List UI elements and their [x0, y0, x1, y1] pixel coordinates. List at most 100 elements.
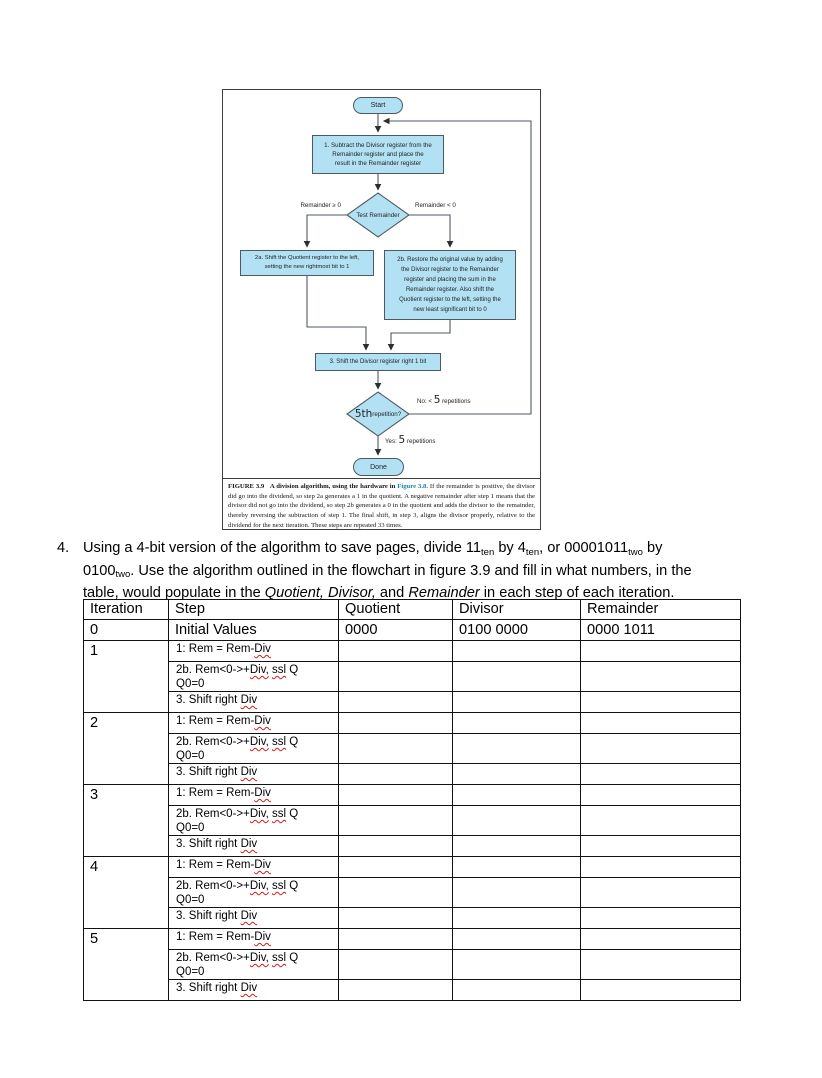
flowchart-text-line: Quotient register to the left, setting t…: [399, 297, 501, 303]
iteration-step-row: 4 1: Rem = Rem- Div: [83, 856, 741, 929]
divisor-answer-cell[interactable]: [452, 949, 581, 980]
quotient-answer-cell[interactable]: [338, 691, 453, 713]
divisor-answer-cell[interactable]: [452, 877, 581, 908]
step-description-cell: 3. Shift right Div: [168, 763, 339, 785]
question-line-3: table, would populate in the Quotient, D…: [83, 583, 785, 604]
divisor-answer-cell[interactable]: [452, 661, 581, 692]
text-segment: repetitions: [405, 438, 436, 445]
step-description-cell: 1: Rem = Rem-Div: [168, 928, 339, 950]
quotient-answer-cell[interactable]: [338, 661, 453, 692]
flowchart-text-line: new least significant bit to 0: [413, 307, 487, 313]
divisor-answer-cell[interactable]: [452, 640, 581, 662]
remainder-answer-cell[interactable]: [580, 712, 741, 734]
quotient-answer-cell[interactable]: [338, 733, 453, 764]
question-line-2: 0100two. Use the algorithm outlined in t…: [83, 561, 785, 584]
flowchart-connectors: [303, 114, 532, 456]
remainder-answer-cell[interactable]: [580, 928, 741, 950]
divisor-answer-cell[interactable]: [452, 691, 581, 713]
quotient-answer-cell[interactable]: [338, 856, 453, 878]
no-branch-label: No: < 5 repetitions: [417, 395, 471, 408]
divisor-answer-cell[interactable]: [452, 907, 581, 929]
divisor-answer-cell[interactable]: [452, 805, 581, 836]
quotient-answer-cell[interactable]: [338, 835, 453, 857]
remainder-answer-cell[interactable]: [580, 640, 741, 662]
divisor-answer-cell[interactable]: [452, 856, 581, 878]
quotient-answer-cell[interactable]: [338, 949, 453, 980]
test-remainder-diamond-label: Test Remainder: [356, 211, 400, 219]
flowchart-text-line: result in the Remainder register: [334, 160, 422, 167]
divisor-answer-cell[interactable]: [452, 784, 581, 806]
quotient-answer-cell[interactable]: [338, 928, 453, 950]
quotient-answer-cell[interactable]: [338, 979, 453, 1001]
text-segment: Figure 3.8.: [397, 483, 429, 490]
divisor-answer-cell[interactable]: [452, 733, 581, 764]
initial-remainder-cell: 0000 1011: [580, 619, 741, 641]
step-description-cell: 3. Shift right Div: [168, 835, 339, 857]
remainder-answer-cell[interactable]: [580, 856, 741, 878]
spellchecked-text: Div: [240, 910, 258, 922]
text-segment: . Use the algorithm outlined in the flow…: [130, 562, 692, 579]
quotient-answer-cell[interactable]: [338, 640, 453, 662]
divisor-answer-cell[interactable]: [452, 763, 581, 785]
iteration-number-cell: 3: [83, 784, 169, 857]
text-segment: two: [628, 546, 643, 558]
remainder-answer-cell[interactable]: [580, 784, 741, 806]
initial-divisor-cell: 0100 0000: [452, 619, 581, 641]
remainder-answer-cell[interactable]: [580, 835, 741, 857]
step-description-cell: 1: Rem = Rem-Div: [168, 640, 339, 662]
quotient-answer-cell[interactable]: [338, 763, 453, 785]
iteration-number-cell: 2: [83, 712, 169, 785]
text-segment: repetition?: [372, 410, 402, 418]
text-segment: 5: [433, 394, 441, 406]
divisor-answer-cell[interactable]: [452, 835, 581, 857]
initial-iteration-cell: 0: [83, 619, 169, 641]
text-segment: and: [375, 585, 409, 601]
text-segment: 1: Rem = Rem-: [176, 859, 255, 871]
divisor-answer-cell[interactable]: [452, 928, 581, 950]
iteration-step-row: 3. Shift right Div: [84, 979, 741, 1001]
quotient-answer-cell[interactable]: [338, 805, 453, 836]
step3-box: 3. Shift the Divisor register right 1 bi…: [315, 353, 441, 371]
text-segment: 2b. Rem<0->+: [176, 880, 250, 892]
iteration-number-cell: 4: [83, 856, 169, 929]
text-segment: FIGURE 3.9 A division algorithm, using t…: [228, 483, 398, 490]
spellchecked-text: ssl: [272, 952, 287, 964]
remainder-answer-cell[interactable]: [580, 763, 741, 785]
remainder-answer-cell[interactable]: [580, 805, 741, 836]
spellchecked-text: Div,: [249, 880, 269, 892]
quotient-answer-cell[interactable]: [338, 877, 453, 908]
remainder-answer-cell[interactable]: [580, 691, 741, 713]
flowchart-text-line: 1. Subtract the Divisor register from th…: [324, 142, 432, 149]
flowchart-text-line: the Divisor register to the Remainder: [401, 267, 499, 273]
remainder-answer-cell[interactable]: [580, 949, 741, 980]
remainder-answer-cell[interactable]: [580, 661, 741, 692]
quotient-answer-cell[interactable]: [338, 784, 453, 806]
text-segment: Quotient, Divisor,: [264, 585, 376, 601]
text-segment: Q: [286, 736, 299, 748]
remainder-answer-cell[interactable]: [580, 907, 741, 929]
remainder-answer-cell[interactable]: [580, 733, 741, 764]
spellchecked-text: Div,: [249, 952, 269, 964]
quotient-answer-cell[interactable]: [338, 907, 453, 929]
divisor-answer-cell[interactable]: [452, 979, 581, 1001]
text-segment: by 4: [494, 540, 526, 556]
yes-branch-label: Yes: 5 repetitions: [385, 435, 436, 448]
text-segment: 0100: [83, 562, 116, 579]
text-segment: 2b. Rem<0->+: [176, 736, 250, 748]
text-segment: 2b. Rem<0->+: [176, 808, 250, 820]
divisor-answer-cell[interactable]: [452, 712, 581, 734]
text-segment: Yes:: [385, 438, 399, 445]
spellchecked-text: Div,: [249, 736, 269, 748]
header-quotient: Quotient: [338, 599, 453, 620]
step2a-box: 2a. Shift the Quotient register to the l…: [240, 250, 374, 276]
remainder-answer-cell[interactable]: [580, 877, 741, 908]
quotient-answer-cell[interactable]: [338, 712, 453, 734]
remainder-answer-cell[interactable]: [580, 979, 741, 1001]
